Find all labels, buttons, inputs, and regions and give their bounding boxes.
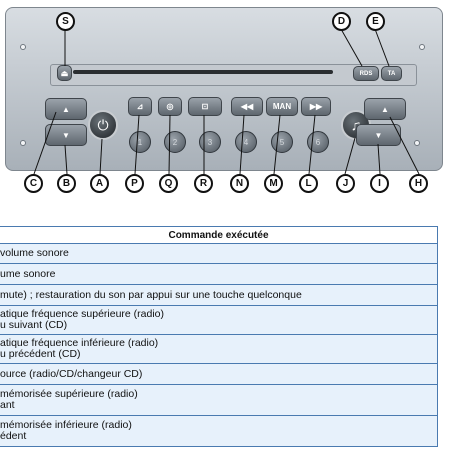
screw-top-right <box>419 44 425 50</box>
table-row: mute) ; restauration du son par appui su… <box>0 284 438 306</box>
table-cell: atique fréquence supérieure (radio) u su… <box>0 305 438 335</box>
triangle-up-icon: ▲ <box>381 104 389 114</box>
table-cell: ume sonore <box>0 263 438 285</box>
callout-d: D <box>332 12 351 31</box>
table-row: mémorisée inférieure (radio) édent <box>0 415 438 447</box>
man-label: MAN <box>272 102 292 111</box>
screw-bottom-left <box>20 140 26 146</box>
callout-q: Q <box>159 174 178 193</box>
mute-button[interactable]: ⊿ <box>128 97 152 116</box>
seek-up-button[interactable]: ▶▶ <box>301 97 331 116</box>
power-knob[interactable]: ⏻ <box>88 110 118 140</box>
preset-2-label: 2 <box>172 137 178 147</box>
right-up-button[interactable]: ▲ <box>364 98 406 120</box>
table-cell: volume sonore <box>0 243 438 264</box>
rds-label: RDS <box>359 70 373 77</box>
cell-line: ource (radio/CD/changeur CD) <box>0 368 143 380</box>
cell-line: mute) ; restauration du son par appui su… <box>0 289 302 301</box>
cd-slot-bar <box>50 64 417 86</box>
volume-down-icon: ▼ <box>62 130 70 140</box>
callout-p: P <box>125 174 144 193</box>
callout-n: N <box>230 174 249 193</box>
callout-l: L <box>299 174 318 193</box>
callout-i: I <box>370 174 389 193</box>
cell-line: mémorisée inférieure (radio) <box>0 420 132 431</box>
ta-button[interactable]: TA <box>381 66 402 81</box>
screw-top-left <box>20 44 26 50</box>
table-cell: mémorisée inférieure (radio) édent <box>0 415 438 447</box>
command-table: Commande exécutée volume sonore ume sono… <box>0 226 438 447</box>
triangle-down-icon: ▼ <box>374 130 383 140</box>
table-cell: mute) ; restauration du son par appui su… <box>0 284 438 306</box>
preset-4-button[interactable]: 4 <box>235 131 257 153</box>
changer-button[interactable]: ⊡ <box>188 97 222 116</box>
callout-a: A <box>90 174 109 193</box>
cd-slot <box>73 70 333 74</box>
table-cell: atique fréquence inférieure (radio) u pr… <box>0 334 438 364</box>
cell-line: atique fréquence inférieure (radio) <box>0 338 159 349</box>
callout-j: J <box>336 174 355 193</box>
cell-line: ant <box>0 400 15 411</box>
seek-down-button[interactable]: ◀◀ <box>231 97 263 116</box>
table-header-row: Commande exécutée <box>0 226 438 244</box>
cell-line: u suivant (CD) <box>0 320 68 331</box>
table-row: atique fréquence supérieure (radio) u su… <box>0 305 438 335</box>
preset-1-label: 1 <box>137 137 143 147</box>
callout-h: H <box>409 174 428 193</box>
table-row: ume sonore <box>0 263 438 285</box>
preset-3-label: 3 <box>207 137 213 147</box>
callout-s: S <box>56 12 75 31</box>
column-header-command: Commande exécutée <box>0 226 438 244</box>
cell-line: u précédent (CD) <box>0 349 81 360</box>
cell-line: volume sonore <box>0 248 69 259</box>
changer-icon: ⊡ <box>201 102 209 111</box>
table-cell: mémorisée supérieure (radio) ant <box>0 384 438 416</box>
rewind-icon: ◀◀ <box>240 102 254 111</box>
volume-up-icon: ▲ <box>62 104 70 114</box>
callout-m: M <box>264 174 283 193</box>
source-icon: ◎ <box>166 102 174 111</box>
ta-label: TA <box>387 70 396 77</box>
preset-4-label: 4 <box>243 137 249 147</box>
cell-line: édent <box>0 431 27 442</box>
cell-line: mémorisée supérieure (radio) <box>0 389 138 400</box>
volume-down-button[interactable]: ▼ <box>45 124 87 146</box>
rds-button[interactable]: RDS <box>353 66 379 81</box>
man-button[interactable]: MAN <box>266 97 298 116</box>
preset-6-label: 6 <box>315 137 321 147</box>
speaker-icon: ⊿ <box>136 102 144 111</box>
table-row: ource (radio/CD/changeur CD) <box>0 363 438 385</box>
table-row: mémorisée supérieure (radio) ant <box>0 384 438 416</box>
fast-forward-icon: ▶▶ <box>309 102 323 111</box>
cell-line: ume sonore <box>0 268 56 280</box>
preset-5-label: 5 <box>279 137 285 147</box>
callout-leader-lines <box>33 28 420 175</box>
table-row: atique fréquence inférieure (radio) u pr… <box>0 334 438 364</box>
eject-icon: ⏏ <box>60 68 69 78</box>
callout-r: R <box>194 174 213 193</box>
callout-e: E <box>366 12 385 31</box>
cell-line: atique fréquence supérieure (radio) <box>0 309 165 320</box>
screw-bottom-right <box>414 140 420 146</box>
source-button[interactable]: ◎ <box>158 97 182 116</box>
preset-1-button[interactable]: 1 <box>129 131 151 153</box>
car-radio-illustration: ⏏ RDS TA ▲ ▼ ⏻ ⊿ ◎ ⊡ ◀◀ MAN ▶▶ 1 2 3 4 5… <box>0 0 450 228</box>
callout-c: C <box>24 174 43 193</box>
table-row: volume sonore <box>0 243 438 264</box>
table-cell: ource (radio/CD/changeur CD) <box>0 363 438 385</box>
callout-b: B <box>57 174 76 193</box>
power-icon: ⏻ <box>97 116 109 133</box>
